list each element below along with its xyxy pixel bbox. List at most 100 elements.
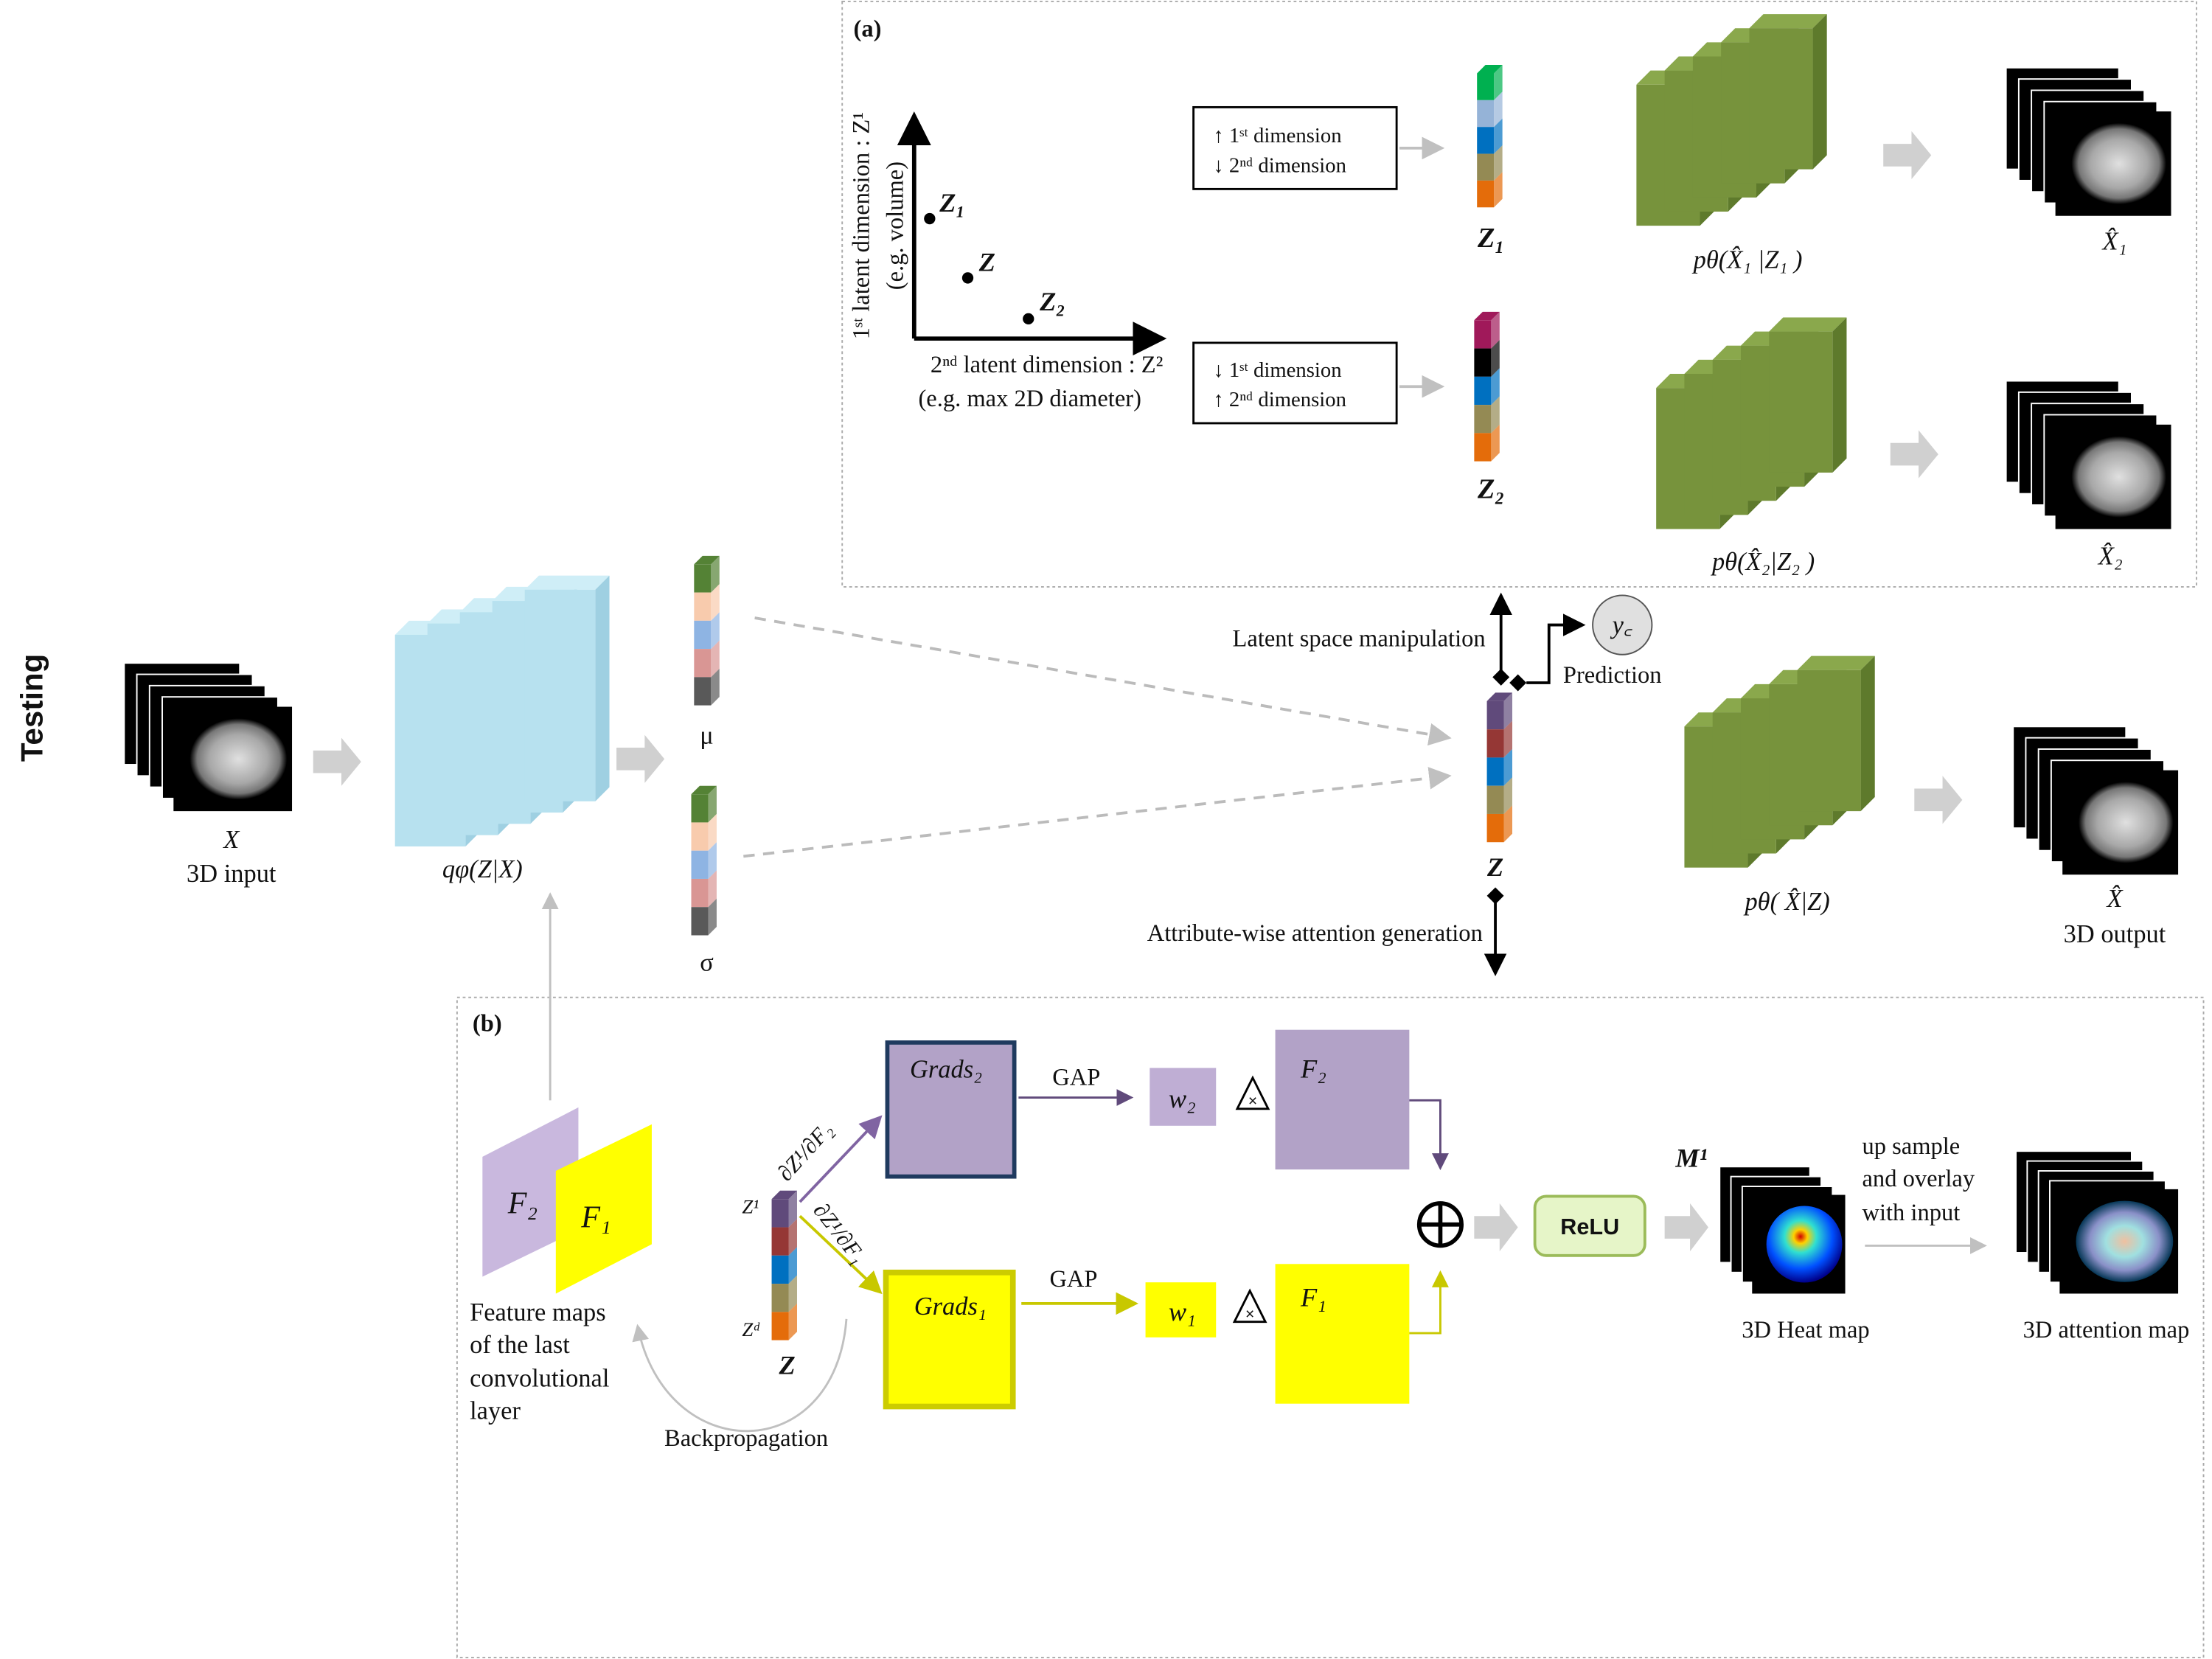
mu-label: μ (700, 721, 713, 749)
vector-cell (1477, 153, 1495, 181)
output2-label: X̂₂ (2097, 542, 2123, 570)
point-z2-label: Z₂ (1039, 287, 1065, 316)
output2-volume (2005, 380, 2171, 529)
vector-cell-side (1494, 172, 1503, 208)
vector-cell-side (788, 1303, 797, 1340)
multiply-icon (1235, 1075, 1270, 1110)
decoder2-label: pθ(X̂₂|Z₂ ) (1710, 548, 1815, 576)
vector-cell-side (1503, 748, 1513, 786)
point-z2 (1023, 313, 1034, 325)
vector-cell (771, 1227, 789, 1256)
vector-cell-side (708, 785, 717, 823)
vector-cell (691, 794, 709, 823)
vector-cell (691, 822, 709, 851)
mu-vector (694, 555, 720, 706)
arrow-icon (616, 734, 665, 783)
slice-content (2071, 122, 2167, 205)
x-axis-label: 2ⁿᵈ latent dimension : Z² (931, 352, 1163, 378)
flow-arrows (313, 131, 1963, 1252)
box2-line2: ↑ 2ⁿᵈ dimension (1213, 388, 1346, 411)
vector-cell-side (1491, 311, 1500, 349)
box-z1-rule (1192, 105, 1398, 190)
vector-cell (1474, 405, 1492, 434)
latent-vector-z-b (771, 1190, 797, 1340)
arrow-icon (1890, 430, 1938, 479)
f1-box (1275, 1264, 1410, 1404)
vector-cell (691, 850, 709, 879)
panel-b-frame (456, 996, 2205, 1659)
w2-box (1150, 1068, 1217, 1126)
arrow-icon (1883, 131, 1932, 179)
vector-cell (1486, 729, 1504, 758)
z1-vector-label: Z₁ (1477, 223, 1505, 254)
decoder1-label: pθ(X̂₁ |Z₁ ) (1691, 246, 1803, 274)
layer-side (1812, 14, 1827, 170)
deriv2-label: ∂Z¹/∂F₂ (773, 1117, 838, 1186)
layer (1797, 669, 1861, 812)
x-axis-sub: (e.g. max 2D diameter) (918, 386, 1141, 412)
slice-content (189, 718, 288, 800)
f2-to-sum-arrow (1409, 1099, 1449, 1171)
vector-cell-side (1503, 805, 1513, 843)
w1-label: w₁ (1169, 1297, 1196, 1326)
vector-cell-side (1503, 720, 1513, 758)
diamond-icon (1486, 887, 1504, 905)
feature-text: layer (470, 1397, 521, 1425)
prediction-label: Prediction (1563, 662, 1662, 689)
feature-text: Feature maps (470, 1298, 605, 1326)
grads1-label: Grads₁ (914, 1293, 987, 1321)
grad1-arrow (799, 1214, 883, 1295)
slice-border (1752, 1194, 1846, 1294)
layer-side (1860, 655, 1875, 812)
vector-cell-side (788, 1275, 797, 1312)
diamond-icon (1509, 674, 1527, 692)
gap-label-top: GAP (1052, 1064, 1100, 1091)
point-z-label: Z (978, 247, 995, 276)
upsample-text: with input (1863, 1200, 1961, 1226)
z2-vector-label: Z₂ (1477, 473, 1505, 504)
prediction-symbol: y꜀ (1610, 611, 1632, 639)
layer-top (1769, 317, 1847, 332)
grads2-box (885, 1040, 1017, 1179)
layer-side (1832, 317, 1847, 473)
diamond-icon (1492, 668, 1510, 686)
heatmap-volume (1719, 1166, 1846, 1294)
latent-label: Z (1486, 852, 1503, 882)
multiply-icon (1232, 1288, 1267, 1324)
vector-cell (1477, 180, 1495, 208)
layer-top (1749, 14, 1827, 29)
arrow-icon (1914, 776, 1963, 824)
encoder-layers (394, 575, 610, 846)
vector-cell (1486, 785, 1504, 814)
vector-cell-side (1494, 145, 1503, 181)
sigma-label: σ (700, 948, 714, 976)
sum-icon (1416, 1201, 1464, 1248)
f1-to-sum-arrow (1409, 1270, 1449, 1335)
f1-box-label: F₁ (1300, 1283, 1326, 1312)
vector-cell-side (708, 898, 717, 936)
relu-box (1533, 1194, 1646, 1257)
vector-cell (694, 649, 712, 678)
vector-cell-side (1494, 65, 1503, 100)
z-label: Z (779, 1351, 796, 1380)
vector-cell (694, 564, 712, 593)
grads2-label: Grads₂ (910, 1056, 982, 1084)
output1-volume (2005, 66, 2171, 216)
decoder1-layers (1636, 14, 1827, 226)
box2-line1: ↓ 1ˢᵗ dimension (1213, 358, 1341, 382)
vector-cell (771, 1199, 789, 1228)
vector-cell (771, 1284, 789, 1312)
vector-cell-side (1494, 118, 1503, 154)
input-label: 3D input (187, 860, 276, 888)
gap-label-bottom: GAP (1049, 1266, 1097, 1293)
arrow-icon (1474, 1203, 1518, 1252)
vector-cell-side (711, 555, 720, 593)
vector-cell (1474, 433, 1492, 462)
z-top-label: Z¹ (742, 1195, 759, 1217)
m-label: M¹ (1674, 1143, 1707, 1172)
latent-vector-z2 (1474, 311, 1500, 462)
output3-volume (2012, 726, 2179, 875)
vector-cell-side (711, 668, 720, 706)
point-z1-label: Z₁ (939, 188, 965, 218)
vector-cell (694, 677, 712, 706)
